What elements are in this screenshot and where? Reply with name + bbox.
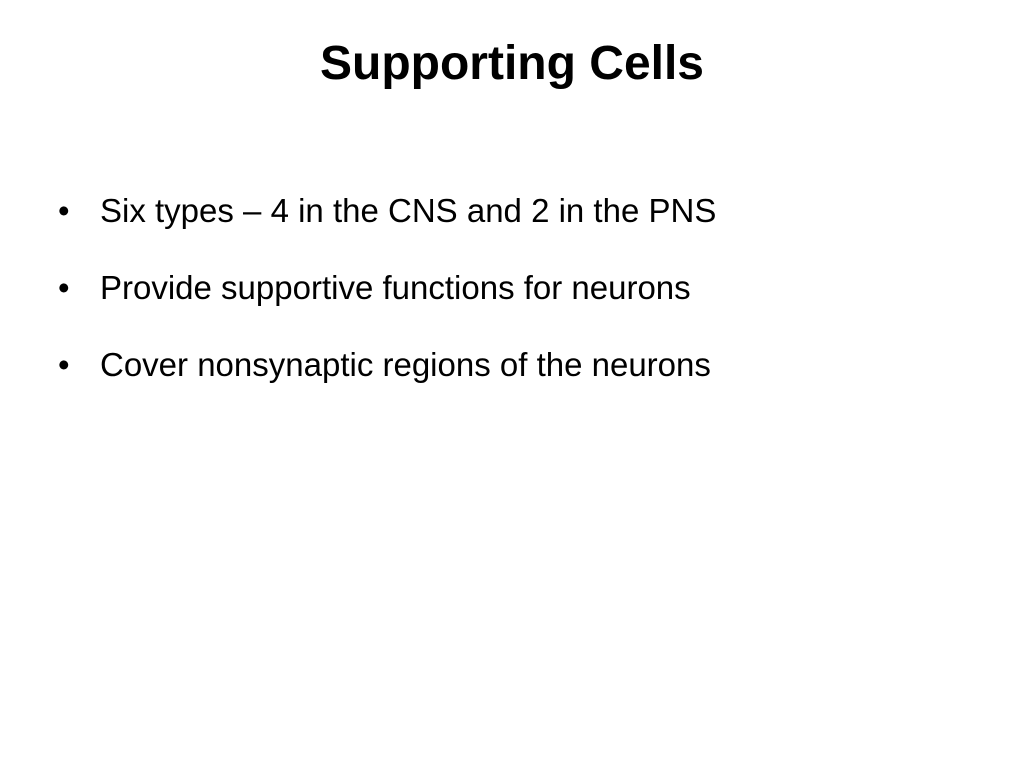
bullet-text: Cover nonsynaptic regions of the neurons <box>100 346 711 383</box>
bullet-icon: • <box>58 192 70 229</box>
bullet-item: • Cover nonsynaptic regions of the neuro… <box>58 342 716 388</box>
bullet-item: • Provide supportive functions for neuro… <box>58 265 716 311</box>
bullet-icon: • <box>58 269 70 306</box>
bullet-text: Six types – 4 in the CNS and 2 in the PN… <box>100 192 717 229</box>
bullet-icon: • <box>58 346 70 383</box>
slide-title: Supporting Cells <box>320 37 704 90</box>
bullet-text: Provide supportive functions for neurons <box>100 269 691 306</box>
bullet-list: • Six types – 4 in the CNS and 2 in the … <box>58 188 716 419</box>
bullet-item: • Six types – 4 in the CNS and 2 in the … <box>58 188 716 234</box>
